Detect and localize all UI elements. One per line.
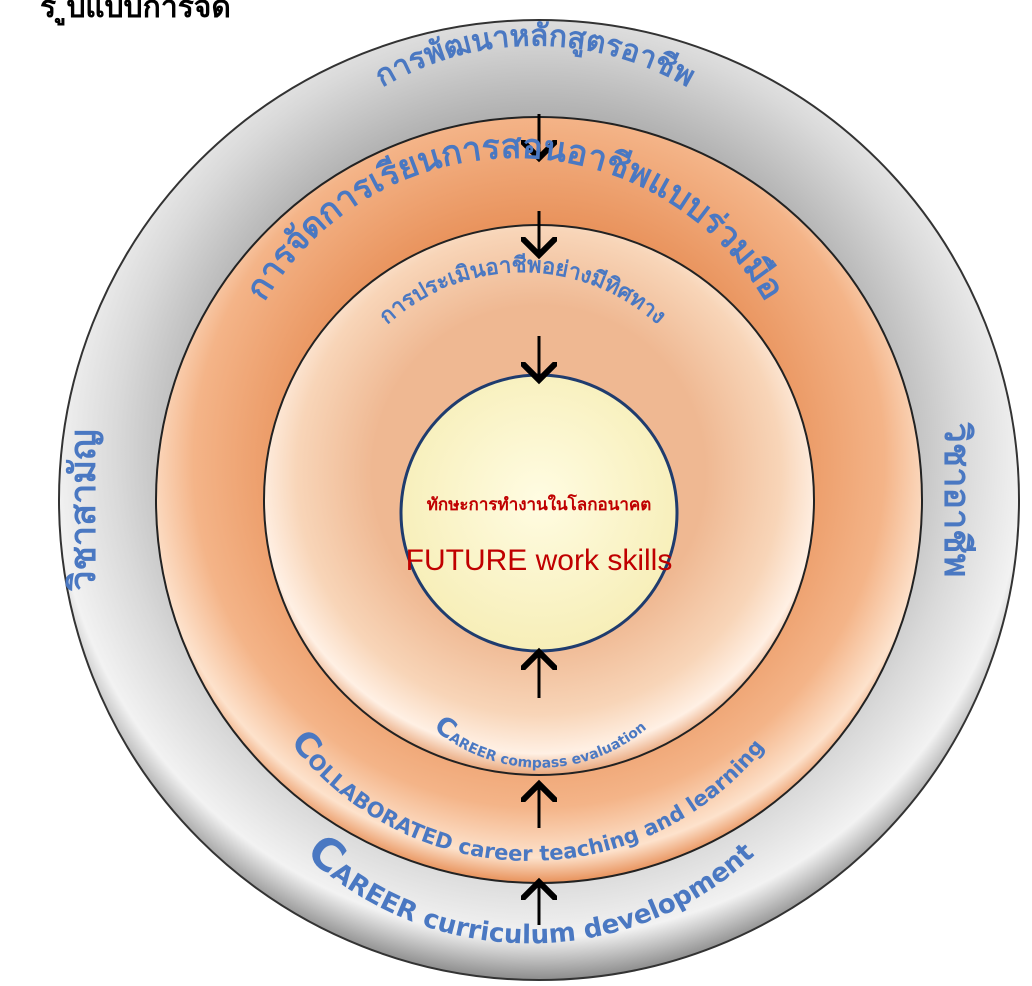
- right-side-label: วิชาอาชีพ: [936, 422, 977, 578]
- page-header-text: ร้ ูปแบบการจัด: [40, 0, 231, 25]
- center-thai-label: ทักษะการทำงานในโลกอนาคต: [427, 494, 652, 515]
- left-side-label: วิชาสามัญ: [63, 429, 104, 591]
- center-english-label: FUTURE work skills: [406, 544, 673, 577]
